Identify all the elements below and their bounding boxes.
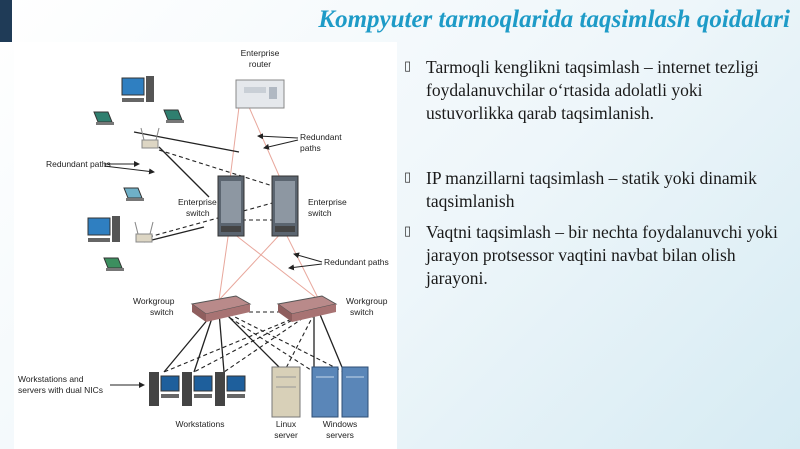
- enterprise-switch-left-icon: [217, 175, 245, 237]
- label-workstations-and-servers: Workstations and: [18, 374, 84, 384]
- bullet-list: ▯ Tarmoqli kenglikni taqsimlash – intern…: [402, 56, 794, 290]
- bullet-text: Vaqtni taqsimlash – bir nechta foydalanu…: [426, 222, 778, 288]
- network-diagram: Enterprise router Redundant paths Redund…: [14, 42, 397, 449]
- bullet-marker: ▯: [404, 58, 412, 73]
- bullet-marker: ▯: [404, 223, 412, 238]
- windows-server-icon: [311, 366, 339, 418]
- label-redundant-paths-right: Redundant paths: [324, 257, 389, 267]
- label-windows-servers: servers: [326, 430, 354, 440]
- label-workgroup-switch-right: switch: [350, 307, 374, 317]
- workstation-icon: [149, 372, 180, 406]
- label-redundant-paths-top: Redundant: [300, 132, 342, 142]
- desktop-computer-icon: [87, 216, 120, 242]
- workstation-icon: [182, 372, 213, 406]
- bullet-item: ▯ IP manzillarni taqsimlash – statik yok…: [402, 167, 794, 213]
- label-redundant-paths-top: paths: [300, 143, 321, 153]
- desktop-computer-top-icon: [121, 76, 154, 102]
- workgroup-switch-right-icon: [276, 295, 338, 322]
- label-router: Enterprise: [241, 48, 280, 58]
- label-workgroup-switch-right: Workgroup: [346, 296, 388, 306]
- label-linux-server: Linux: [276, 419, 297, 429]
- windows-server-icon: [341, 366, 369, 418]
- linux-server-icon: [271, 366, 301, 418]
- network-links: [133, 131, 345, 373]
- wireless-access-point-top-icon: [140, 127, 160, 149]
- label-redundant-paths-left: Redundant paths: [46, 159, 111, 169]
- label-enterprise-switch-right: switch: [308, 208, 332, 218]
- label-router: router: [249, 59, 271, 69]
- label-enterprise-switch-left: switch: [186, 208, 210, 218]
- bullet-item: ▯ Tarmoqli kenglikni taqsimlash – intern…: [402, 56, 794, 125]
- workstation-icon: [215, 372, 246, 406]
- bullet-text: IP manzillarni taqsimlash – statik yoki …: [426, 168, 757, 211]
- label-linux-server: server: [274, 430, 298, 440]
- enterprise-switch-right-icon: [271, 175, 299, 237]
- bullet-item: ▯ Vaqtni taqsimlash – bir nechta foydala…: [402, 221, 794, 290]
- slide-title: Kompyuter tarmoqlarida taqsimlash qoidal…: [318, 6, 790, 33]
- laptop-icon: [163, 109, 184, 123]
- label-enterprise-switch-left: Enterprise: [178, 197, 217, 207]
- corner-accent-bar: [0, 0, 12, 42]
- label-windows-servers: Windows: [323, 419, 357, 429]
- workgroup-switch-left-icon: [190, 295, 252, 322]
- label-workstations-and-servers: servers with dual NICs: [18, 385, 103, 395]
- laptop-icon: [103, 257, 124, 271]
- wireless-access-point-bottom-icon: [134, 221, 154, 243]
- label-arrows: [103, 133, 323, 388]
- laptop-icon: [93, 111, 114, 125]
- label-workgroup-switch-left: switch: [150, 307, 174, 317]
- label-workgroup-switch-left: Workgroup: [133, 296, 175, 306]
- label-workstations: Workstations: [176, 419, 225, 429]
- laptop-icon: [123, 187, 144, 201]
- redundant-path-lines: [218, 106, 320, 301]
- dashed-links: [148, 149, 345, 373]
- bullet-marker: ▯: [404, 169, 412, 184]
- enterprise-router-icon: [235, 79, 285, 109]
- label-enterprise-switch-right: Enterprise: [308, 197, 347, 207]
- bullet-text: Tarmoqli kenglikni taqsimlash – internet…: [426, 57, 759, 123]
